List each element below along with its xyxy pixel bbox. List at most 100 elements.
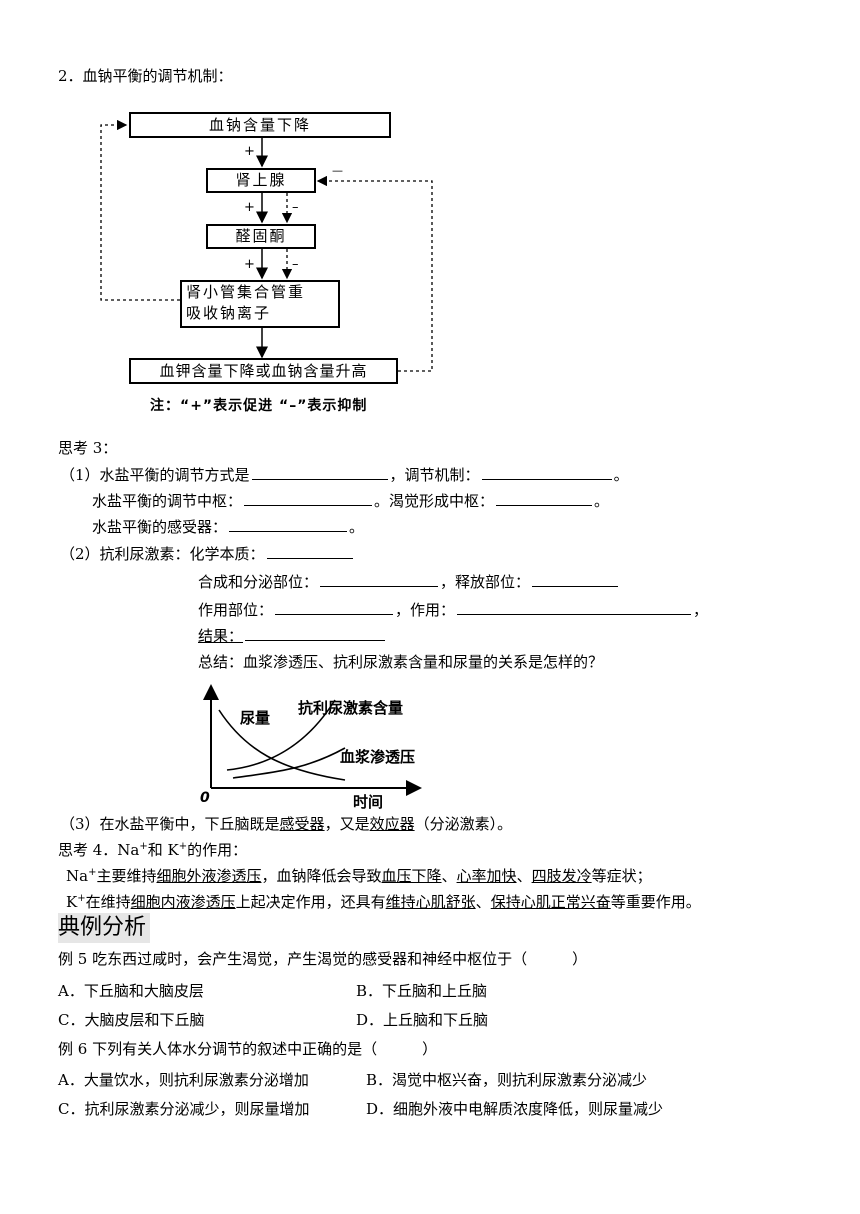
k-text-g: 等重要作用。 — [610, 893, 701, 911]
box-potassium-sodium: 血钾含量下降或血钠含量升高 — [129, 358, 398, 384]
example6-option-b[interactable]: B．渴觉中枢兴奋，则抗利尿激素分泌减少 — [366, 1071, 648, 1089]
q2-text-b: 合成和分泌部位： — [198, 573, 319, 591]
q3-line: （3）在水盐平衡中，下丘脑既是感受器，又是效应器（分泌激素）。 — [60, 814, 512, 834]
q2-text-c: ，释放部位： — [440, 573, 531, 591]
superscript-plus: + — [77, 893, 86, 904]
answer-blank[interactable] — [244, 491, 373, 506]
think4-title-a: 思考 4．Na — [58, 841, 140, 859]
q2-line4: 结果： — [198, 626, 387, 646]
q3-text-receptor: 感受器 — [279, 815, 325, 833]
answer-blank[interactable] — [245, 626, 386, 641]
example6-stem: 例 6 下列有关人体水分调节的叙述中正确的是（ ） — [58, 1040, 438, 1058]
na-text-h: 四肢发冷 — [531, 867, 592, 885]
curve-adh-level — [226, 699, 336, 771]
q3-text-c: ，又是 — [324, 815, 370, 833]
example6-option-c[interactable]: C．抗利尿激素分泌减少，则尿量增加 — [58, 1100, 310, 1118]
example6-option-d[interactable]: D．细胞外液中电解质浓度降低，则尿量减少 — [366, 1100, 664, 1118]
curve-urine-volume — [218, 709, 346, 781]
think4-sodium-line: Na+主要维持细胞外液渗透压，血钠降低会导致血压下降、心率加快、四肢发冷等症状； — [66, 866, 652, 886]
comma: ， — [693, 601, 709, 619]
answer-blank[interactable] — [266, 544, 353, 559]
example5-stem: 例 5 吃东西过咸时，会产生渴觉，产生渴觉的感受器和神经中枢位于（ ） — [58, 950, 588, 968]
box4-line1: 肾小管集合管重 — [186, 283, 306, 301]
answer-blank[interactable] — [275, 600, 394, 615]
k-text-f: 保持心肌正常兴奋 — [490, 893, 611, 911]
box3-label: 醛固酮 — [235, 227, 287, 245]
superscript-plus: + — [88, 867, 97, 878]
k-symbol: K — [66, 893, 78, 911]
box1-label: 血钠含量下降 — [208, 116, 311, 134]
think3-title: 思考 3： — [58, 439, 118, 457]
section-title: 2．血钠平衡的调节机制： — [58, 67, 233, 85]
q2-summary: 总结：血浆渗透压、抗利尿激素含量和尿量的关系是怎样的？ — [198, 653, 604, 671]
period: 。 — [594, 492, 610, 510]
superscript-plus: + — [139, 841, 148, 852]
na-text-c: 细胞外液渗透压 — [156, 867, 262, 885]
answer-blank[interactable] — [320, 572, 439, 587]
q2-line2: 合成和分泌部位： ，释放部位： — [198, 572, 620, 592]
minus-sign: – — [292, 200, 299, 215]
q3-text-e: （分泌激素）。 — [414, 815, 513, 833]
k-text-d: 上起决定作用，还具有 — [235, 893, 386, 911]
separator: 、 — [441, 867, 457, 885]
diagram-note: 注：“+”表示促进 “–”表示抑制 — [150, 398, 368, 414]
q2-text-a: （2）抗利尿激素：化学本质： — [60, 545, 265, 563]
separator: 、 — [475, 893, 491, 911]
graph-label-urine: 尿量 — [240, 709, 271, 727]
na-text-i: 等症状； — [591, 867, 652, 885]
example5-option-d[interactable]: D．上丘脑和下丘脑 — [356, 1011, 489, 1029]
graph-label-osmolarity: 血浆渗透压 — [340, 748, 416, 766]
think4-title-c: 的作用： — [187, 841, 248, 859]
q1-text-b: ，调节机制： — [389, 466, 480, 484]
section-heading: 典例分析 — [58, 913, 150, 943]
answer-blank[interactable] — [229, 517, 348, 532]
example5-option-a[interactable]: A．下丘脑和大脑皮层 — [58, 982, 204, 1000]
example5-option-c[interactable]: C．大脑皮层和下丘脑 — [58, 1011, 205, 1029]
q2-line3: 作用部位： ，作用： ， — [198, 600, 708, 620]
answer-blank[interactable] — [496, 491, 593, 506]
plus-sign: + — [244, 144, 255, 159]
q1-text-d: 。渴觉形成中枢： — [374, 492, 495, 510]
q2-text-e: ，作用： — [395, 601, 456, 619]
example5-option-b[interactable]: B．下丘脑和上丘脑 — [356, 982, 488, 1000]
box-adrenal-gland: 肾上腺 — [206, 168, 316, 193]
graph-xlabel: 时间 — [353, 793, 384, 811]
q2-text-d: 作用部位： — [198, 601, 274, 619]
na-text-b: 主要维持 — [96, 867, 157, 885]
q1-text-e: 水盐平衡的感受器： — [92, 518, 228, 536]
answer-blank[interactable] — [457, 600, 692, 615]
plus-sign: + — [244, 200, 255, 215]
na-text-g: 心率加快 — [456, 867, 517, 885]
think4-title-b: 和 K — [147, 841, 179, 859]
q3-text-a: （3）在水盐平衡中，下丘脑既是 — [60, 815, 280, 833]
minus-sign: – — [292, 257, 299, 272]
na-text-d: ，血钠降低会导致 — [261, 867, 382, 885]
q1-line3: 水盐平衡的感受器： 。 — [92, 517, 364, 537]
graph-svg — [203, 684, 422, 796]
answer-blank[interactable] — [251, 465, 388, 480]
na-text-e: 血压下降 — [381, 867, 442, 885]
box2-label: 肾上腺 — [235, 171, 287, 189]
q2-text-f: 结果： — [198, 627, 244, 645]
plus-sign: + — [244, 257, 255, 272]
answer-blank[interactable] — [532, 572, 619, 587]
minus-sign: — — [332, 164, 343, 177]
q1-line2: 水盐平衡的调节中枢：。渴觉形成中枢：。 — [92, 491, 609, 511]
k-text-c: 细胞内液渗透压 — [130, 893, 236, 911]
k-text-e: 维持心肌舒张 — [385, 893, 476, 911]
think4-potassium-line: K+在维持细胞内液渗透压上起决定作用，还具有维持心肌舒张、保持心肌正常兴奋等重要… — [66, 892, 701, 912]
box-aldosterone: 醛固酮 — [206, 224, 316, 249]
think4-title: 思考 4．Na+和 K+的作用： — [58, 840, 247, 860]
example6-option-a[interactable]: A．大量饮水，则抗利尿激素分泌增加 — [58, 1071, 309, 1089]
answer-blank[interactable] — [481, 465, 612, 480]
q2-line1: （2）抗利尿激素：化学本质： — [60, 544, 355, 564]
graph-origin: 0 — [200, 790, 210, 806]
box-renal-tubule: 肾小管集合管重 吸收钠离子 — [180, 280, 340, 328]
period: 。 — [613, 466, 629, 484]
diagram-arrows — [100, 119, 433, 372]
box4-line2: 吸收钠离子 — [186, 304, 272, 322]
q3-text-effector: 效应器 — [369, 815, 415, 833]
q1-line1: （1）水盐平衡的调节方式是，调节机制：。 — [60, 465, 629, 485]
period: 。 — [349, 518, 365, 536]
graph-label-adh: 抗利尿激素含量 — [298, 699, 404, 717]
